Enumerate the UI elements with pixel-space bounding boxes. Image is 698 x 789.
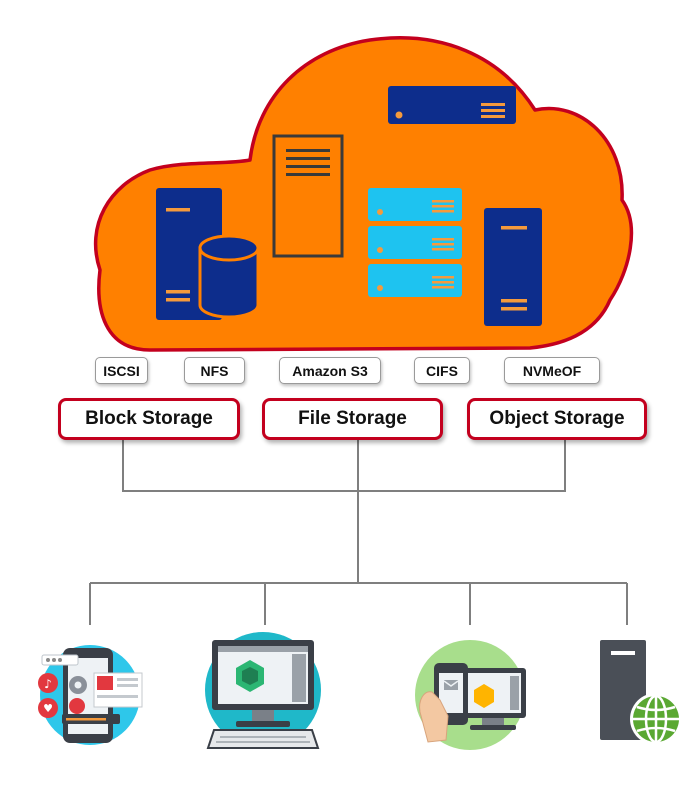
web-server-globe-icon xyxy=(600,640,682,745)
object-storage-box: Object Storage xyxy=(467,398,647,440)
protocol-tag-nvmeof: NVMeOF xyxy=(504,357,600,384)
file-server-icon xyxy=(272,134,344,258)
tower-server-database-icon xyxy=(156,188,260,320)
phone-monitor-icon xyxy=(415,640,526,750)
protocol-tag-amazon-s3: Amazon S3 xyxy=(279,357,381,384)
rack-server-icon xyxy=(388,86,516,124)
protocol-tag-nfs: NFS xyxy=(184,357,245,384)
mobile-apps-icon: ♪ ♥ xyxy=(38,645,143,745)
protocol-tag-iscsi: ISCSI xyxy=(95,357,148,384)
svg-text:♪: ♪ xyxy=(44,677,52,691)
file-storage-box: File Storage xyxy=(262,398,443,440)
desktop-computer-icon xyxy=(205,632,321,749)
block-storage-box: Block Storage xyxy=(58,398,240,440)
stacked-servers-icon xyxy=(368,188,462,297)
connector-lines xyxy=(89,439,628,625)
protocol-tag-cifs: CIFS xyxy=(414,357,470,384)
tower-server-icon xyxy=(484,208,542,326)
svg-text:♥: ♥ xyxy=(43,702,53,715)
